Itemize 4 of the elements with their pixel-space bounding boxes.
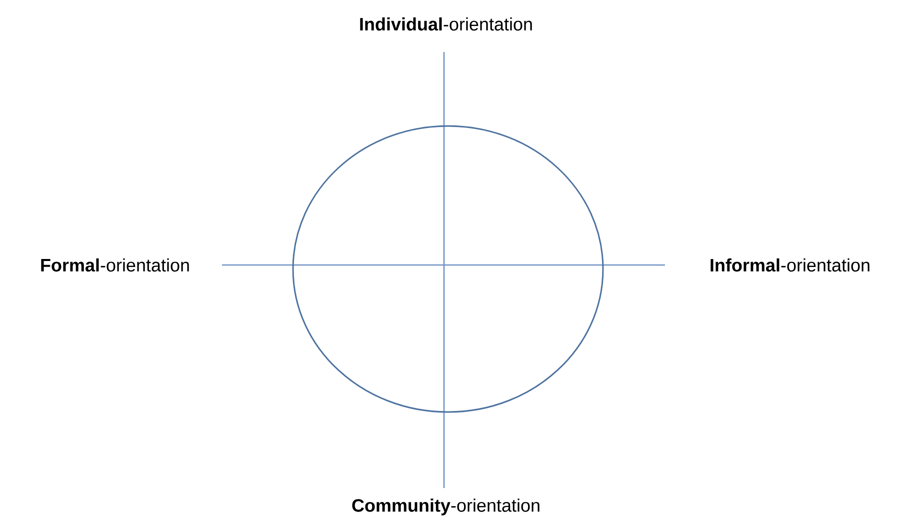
- axis-label: Informal-orientation: [710, 258, 870, 272]
- axis-label: Community-orientation: [352, 498, 540, 516]
- axis-label: Individual-orientation: [360, 17, 532, 31]
- axis-label: Formal-orientation: [41, 258, 189, 272]
